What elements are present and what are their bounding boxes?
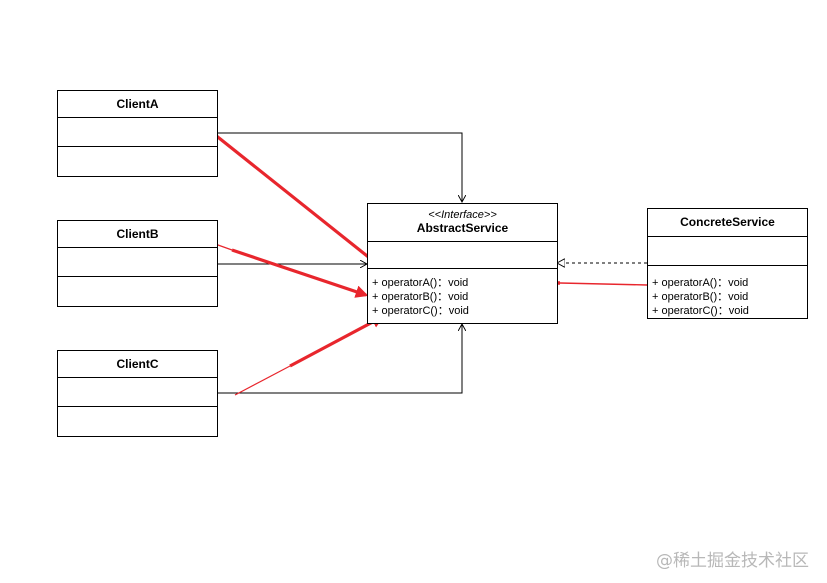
class-name: ClientA — [116, 96, 159, 111]
class-name: AbstractService — [416, 221, 509, 235]
class-header: ClientB — [58, 221, 217, 248]
class-header: <<Interface>> AbstractService — [368, 204, 557, 242]
class-header: ClientC — [58, 351, 217, 378]
highlight-arrow-client-b-thick — [231, 248, 369, 298]
method-operator-c: + operatorC()：void — [652, 305, 749, 317]
watermark: @稀土掘金技术社区 — [656, 551, 809, 571]
dependency-client-a — [217, 132, 462, 202]
class-name: ConcreteService — [680, 215, 775, 229]
class-header: ClientA — [58, 91, 217, 118]
class-concrete-service[interactable]: ConcreteService + operatorA()：void + ope… — [647, 208, 808, 319]
attributes-section — [58, 378, 217, 407]
class-name: ClientC — [116, 356, 159, 371]
class-header: ConcreteService — [648, 209, 807, 237]
highlight-arrow-client-c — [234, 365, 291, 396]
dependency-client-c — [217, 324, 462, 394]
highlight-arrow-concrete — [559, 282, 648, 286]
methods-section — [58, 277, 217, 306]
attributes-section — [368, 242, 557, 269]
method-operator-a: + operatorA()：void — [372, 277, 469, 289]
interface-stereotype: <<Interface>> — [428, 209, 497, 221]
methods-section: + operatorA()：void + operatorB()：void + … — [368, 269, 557, 318]
methods-section — [58, 407, 217, 436]
class-client-a[interactable]: ClientA — [57, 90, 218, 177]
highlight-arrow-client-a-thick — [213, 132, 399, 281]
class-abstract-service[interactable]: <<Interface>> AbstractService + operator… — [367, 203, 558, 324]
method-operator-c: + operatorC()：void — [372, 305, 469, 317]
methods-section: + operatorA()：void + operatorB()：void + … — [648, 266, 807, 318]
attributes-section — [648, 237, 807, 266]
attributes-section — [58, 118, 217, 147]
attributes-section — [58, 248, 217, 277]
class-name: ClientB — [116, 226, 159, 241]
class-client-b[interactable]: ClientB — [57, 220, 218, 307]
method-operator-a: + operatorA()：void — [652, 277, 749, 289]
method-operator-b: + operatorB()：void — [652, 291, 749, 303]
method-operator-b: + operatorB()：void — [372, 291, 469, 303]
class-client-c[interactable]: ClientC — [57, 350, 218, 437]
highlight-arrow-client-c-thick — [289, 315, 385, 368]
methods-section — [58, 147, 217, 176]
